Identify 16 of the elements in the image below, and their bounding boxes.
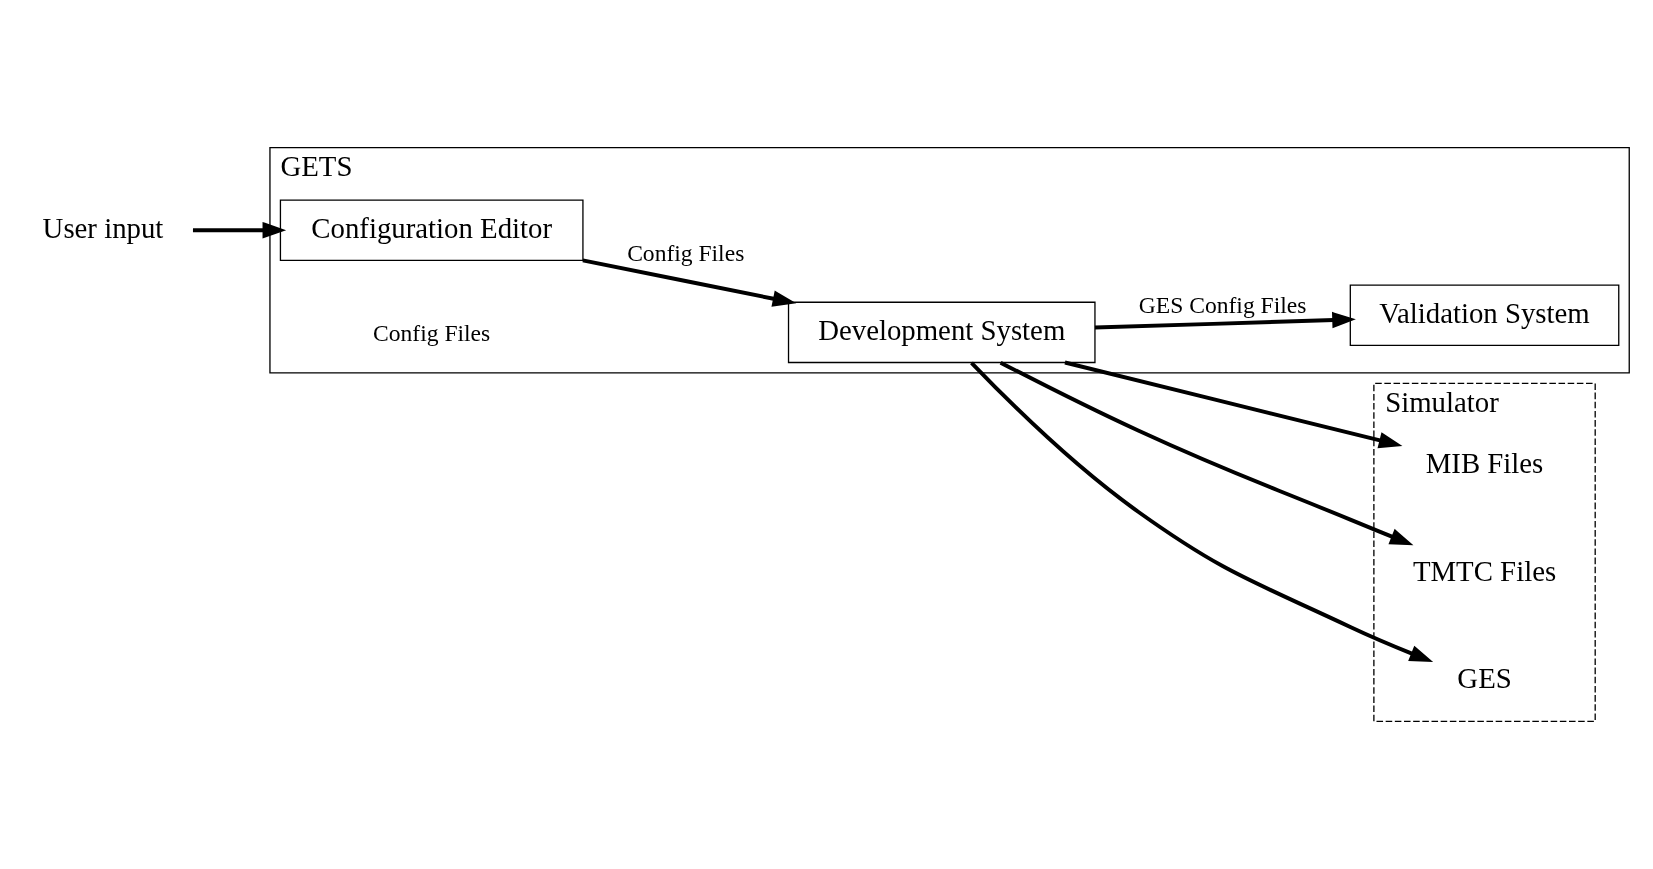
node-text: User input <box>42 211 164 244</box>
arrow <box>1094 311 1356 330</box>
edge-label: GES Config Files <box>1138 292 1307 319</box>
arrow <box>999 360 1414 546</box>
label: Config Files <box>373 319 491 346</box>
node-text: MIB Files <box>1425 447 1544 480</box>
node-box: Validation System <box>1349 284 1620 347</box>
arrow <box>582 258 797 307</box>
arrow <box>192 221 287 239</box>
node-box: Configuration Editor <box>279 199 584 261</box>
node-box: Development System <box>787 301 1096 364</box>
node-text: GES <box>1457 662 1512 695</box>
arrow <box>1064 360 1403 449</box>
node-text: TMTC Files <box>1412 554 1557 587</box>
edge-label: Config Files <box>627 239 745 266</box>
arrow <box>970 361 1434 663</box>
